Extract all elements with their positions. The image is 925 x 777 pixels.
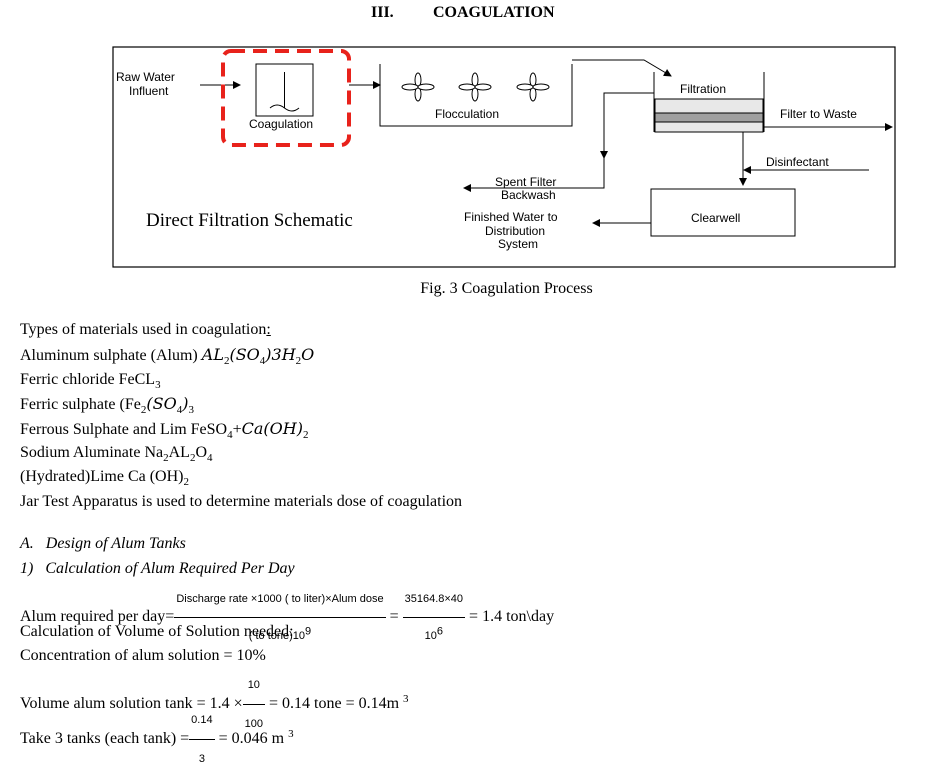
concentration-text: Concentration of alum solution = 10% (20, 647, 266, 664)
material-ferric-chloride: Ferric chloride FeCL3 (20, 371, 161, 392)
material-lime: (Hydrated)Lime Ca (OH)2 (20, 468, 189, 489)
material-sodium-aluminate: Sodium Aluminate Na2AL2O4 (20, 444, 213, 465)
label-flocculation: Flocculation (435, 107, 500, 121)
material-ferrous-sulphate: Ferrous Sulphate and Lim FeSO4+Ca(OH)2 (20, 419, 309, 442)
section-number: III. (371, 4, 394, 21)
alum-required-equation: Alum required per day=Discharge rate ×10… (20, 582, 558, 653)
figure-caption: Fig. 3 Coagulation Process (420, 280, 593, 297)
figure-direct-filtration: Raw Water Influent Coagulation Flocculat… (112, 46, 896, 269)
clearwell-tank (650, 188, 796, 237)
volume-heading: Calculation of Volume of Solution needed… (20, 623, 294, 640)
label-system: System (498, 237, 539, 251)
label-clearwell: Clearwell (691, 211, 741, 225)
label-disinfectant: Disinfectant (766, 155, 829, 169)
material-alum: Aluminum sulphate (Alum) AL2(SO4)3H2O (20, 345, 315, 368)
label-filter-to-waste: Filter to Waste (780, 107, 857, 121)
schematic-title: Direct Filtration Schematic (146, 210, 353, 231)
label-filtration: Filtration (680, 82, 727, 96)
label-backwash: Backwash (501, 188, 556, 202)
materials-heading: Types of materials used in coagulation: (20, 321, 271, 338)
paddle-1 (401, 72, 435, 102)
paddle-2 (458, 72, 492, 102)
material-ferric-sulphate: Ferric sulphate (Fe2(SO4)3 (20, 394, 194, 417)
label-influent: Influent (129, 84, 169, 98)
label-raw-water: Raw Water (116, 70, 175, 84)
label-finished-water: Finished Water to (464, 210, 558, 224)
schematic-drawing (112, 46, 896, 268)
mixer-blade (269, 104, 300, 112)
design-heading-a: A. Design of Alum Tanks (20, 535, 186, 552)
spent-backwash-arrow (463, 158, 605, 192)
alum-required-fraction: Discharge rate ×1000 ( to liter)×Alum do… (174, 582, 386, 653)
label-spent-filter: Spent Filter (495, 175, 557, 189)
filter-water (654, 98, 764, 114)
section-title: COAGULATION (433, 4, 555, 21)
design-heading-1: 1) Calculation of Alum Required Per Day (20, 560, 295, 577)
floc-to-filter-arrow (572, 59, 672, 77)
label-coagulation: Coagulation (249, 117, 314, 131)
paddle-3 (516, 72, 550, 102)
filter-media (654, 112, 764, 123)
jar-test-text: Jar Test Apparatus is used to determine … (20, 493, 463, 510)
backwash-line (600, 92, 654, 159)
filter-bed (654, 121, 764, 133)
flocculation-basin (379, 64, 573, 127)
label-distribution: Distribution (485, 224, 546, 238)
coagulation-highlight (221, 49, 351, 147)
